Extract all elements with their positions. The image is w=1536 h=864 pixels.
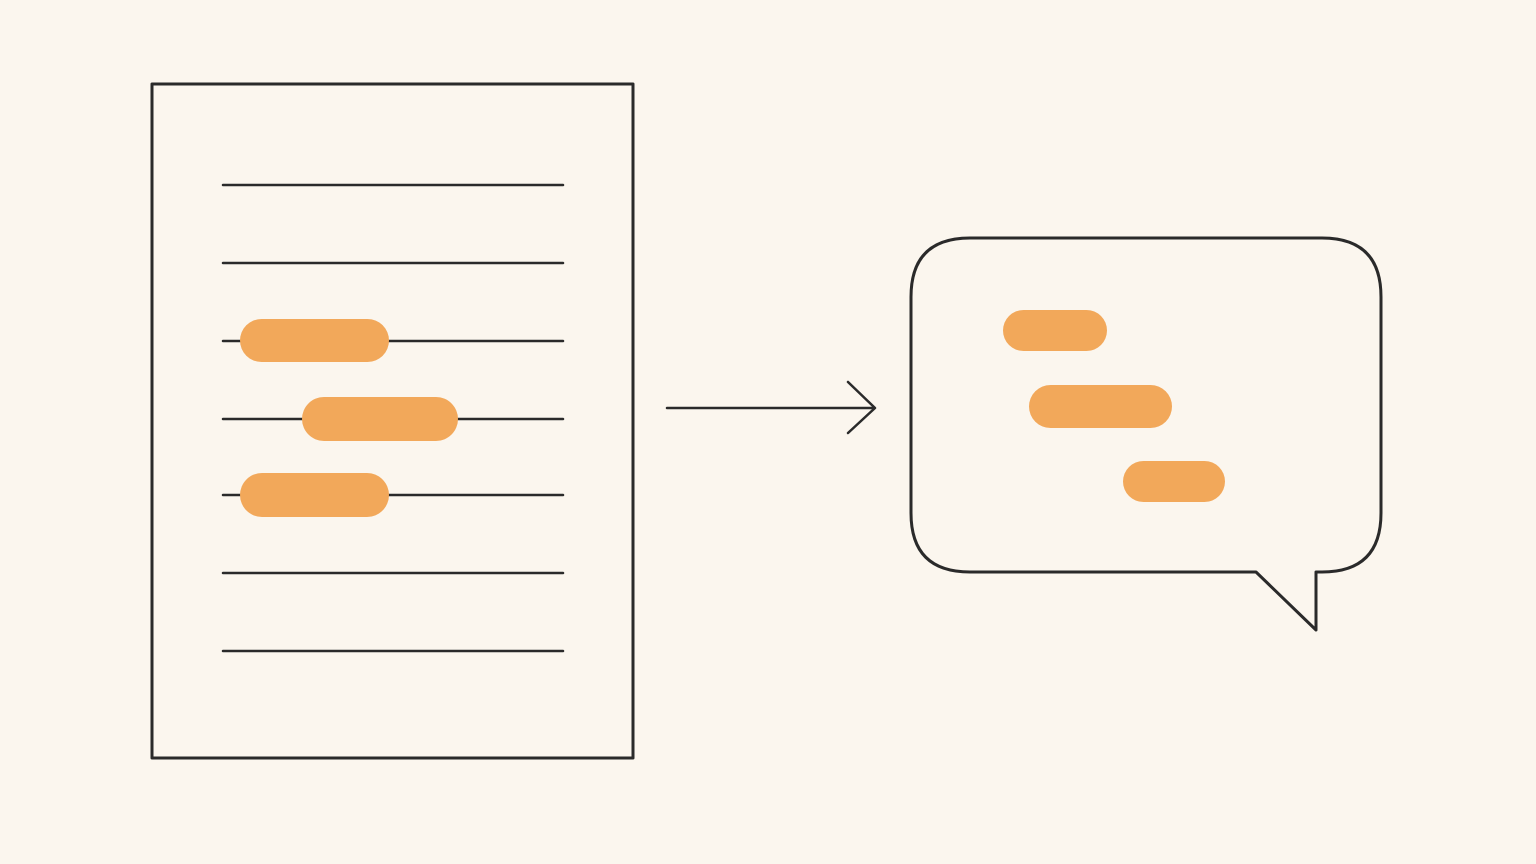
arrow-right-icon (665, 380, 877, 435)
document-highlight (240, 473, 389, 517)
document-highlight (240, 319, 389, 362)
speech-bubble-outline (909, 236, 1383, 632)
bubble-highlight (1003, 310, 1107, 351)
arrow-head (846, 380, 877, 435)
document-page (150, 82, 635, 760)
bubble-highlight (1029, 385, 1172, 428)
speech-bubble-icon (909, 236, 1383, 632)
bubble-highlight (1123, 461, 1225, 502)
document-icon (150, 82, 635, 760)
document-highlight (302, 397, 458, 441)
